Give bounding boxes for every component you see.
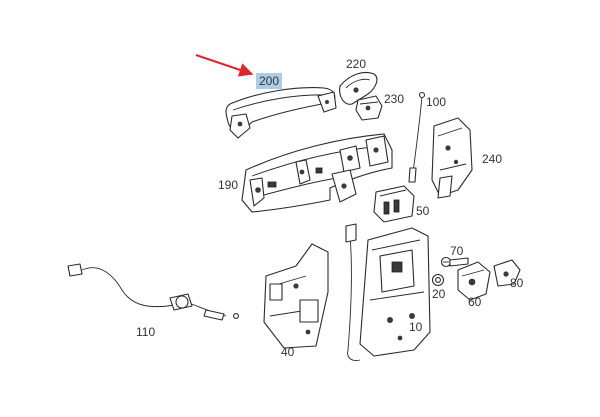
label-10[interactable]: 10: [409, 320, 423, 334]
label-50[interactable]: 50: [416, 204, 430, 218]
part-10-lock[interactable]: [359, 227, 431, 357]
label-40[interactable]: 40: [281, 345, 295, 359]
label-60[interactable]: 60: [468, 295, 482, 309]
part-70-screw[interactable]: [440, 256, 469, 268]
label-100[interactable]: 100: [426, 95, 447, 109]
part-40-bracket[interactable]: [263, 243, 329, 349]
label-240[interactable]: 240: [482, 152, 503, 166]
label-20[interactable]: 20: [432, 287, 446, 301]
label-230[interactable]: 230: [384, 92, 405, 106]
part-230-bracket[interactable]: [355, 95, 383, 121]
label-220[interactable]: 220: [346, 57, 367, 71]
part-110-cable[interactable]: [67, 263, 239, 321]
label-70[interactable]: 70: [450, 244, 464, 258]
pointer-arrow: [195, 54, 254, 77]
label-200[interactable]: 200: [256, 73, 283, 89]
part-240-bracket[interactable]: [431, 117, 473, 199]
part-190-carrier[interactable]: [241, 133, 393, 213]
part-200-door-handle[interactable]: [225, 87, 337, 139]
label-190[interactable]: 190: [218, 178, 239, 192]
part-50-module[interactable]: [373, 185, 415, 223]
part-60-lever[interactable]: [457, 261, 491, 301]
part-80-plate[interactable]: [493, 259, 521, 287]
part-100-rod[interactable]: [408, 91, 426, 183]
label-110[interactable]: 110: [136, 325, 156, 339]
label-80[interactable]: 80: [510, 276, 524, 290]
part-20-nut[interactable]: [431, 273, 445, 287]
part-connecting-rod: [345, 223, 361, 361]
part-220-cap[interactable]: [339, 71, 378, 105]
